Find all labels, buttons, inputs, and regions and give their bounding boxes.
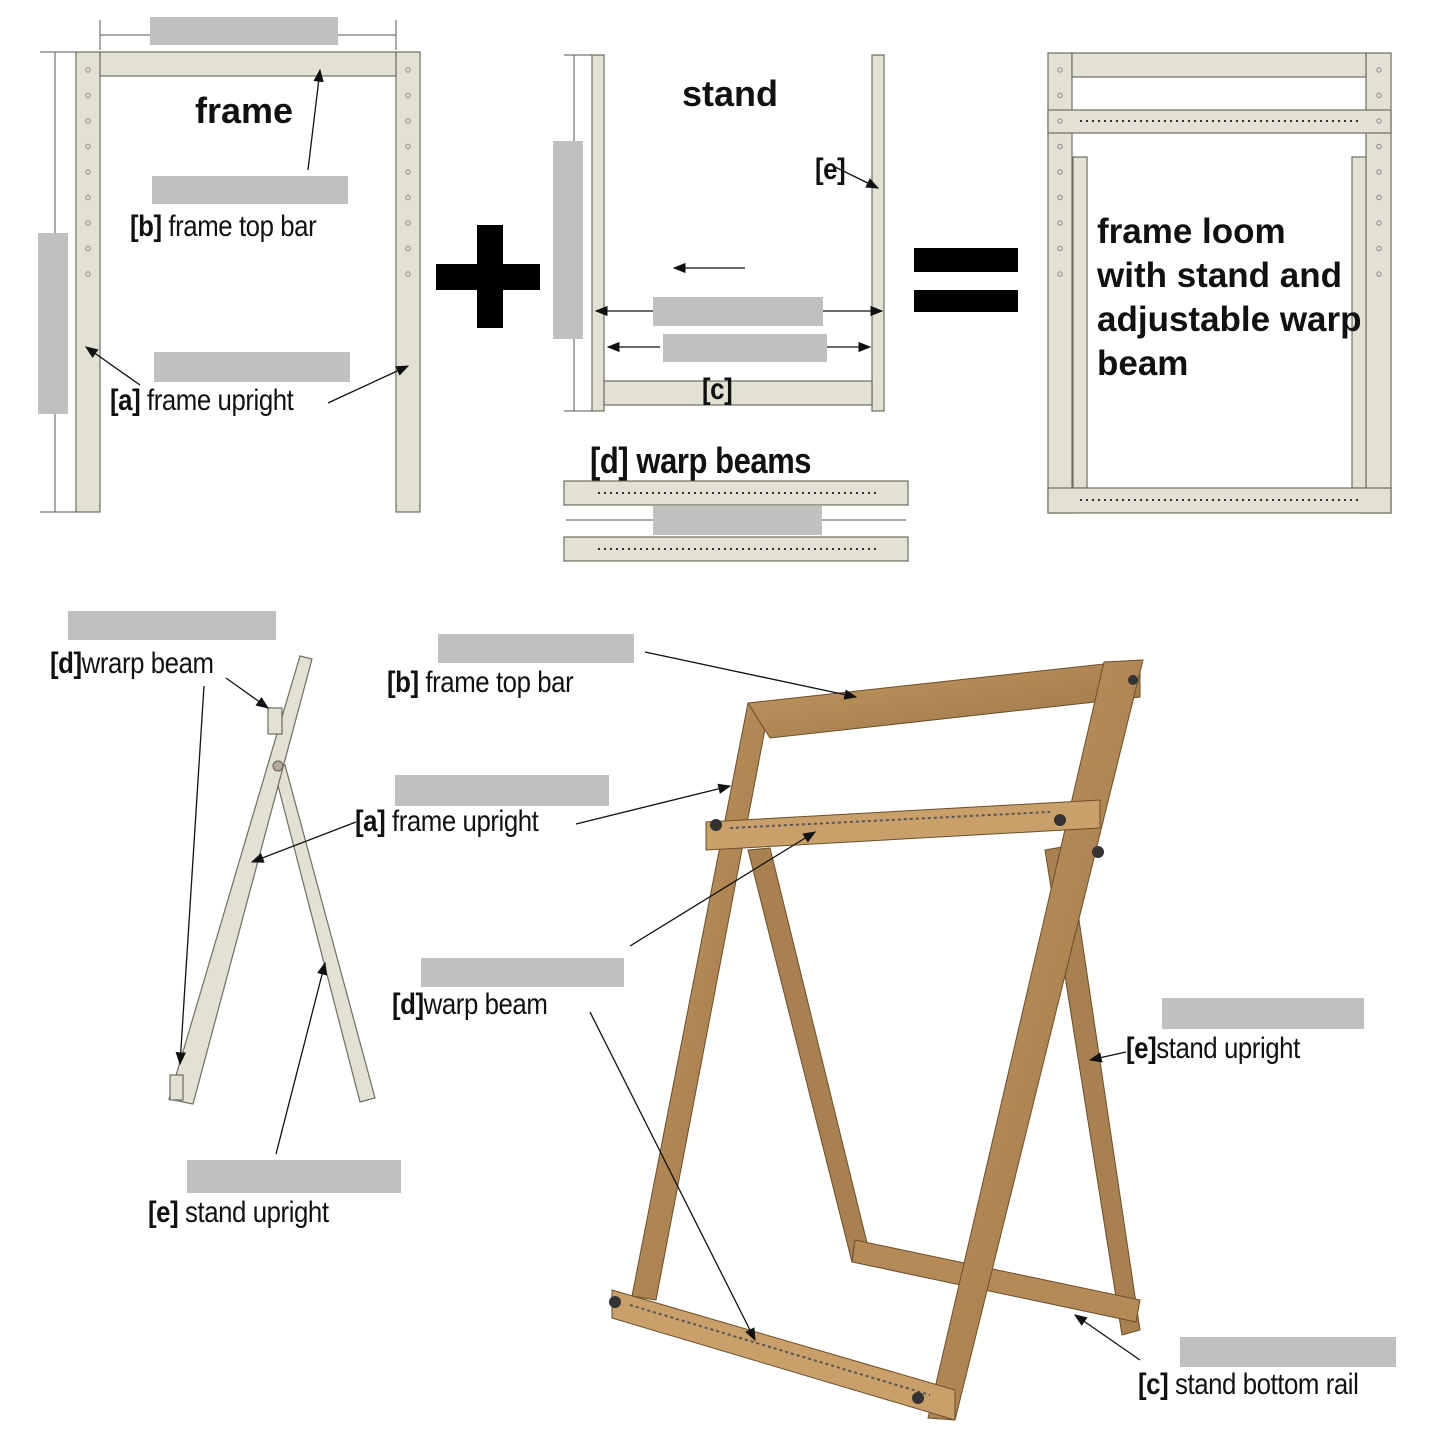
peg-hole	[1376, 92, 1382, 99]
peg-hole	[1057, 169, 1063, 175]
peg-hole	[405, 143, 411, 150]
result-line: frame loom	[1097, 212, 1286, 251]
peg-hole	[405, 169, 411, 175]
peg-hole	[405, 67, 411, 73]
label-photo-warp-beam: [d]warp beam	[392, 988, 548, 1021]
stand-upright-left	[591, 54, 605, 412]
frame-title: frame	[195, 90, 294, 131]
peg-hole	[1057, 245, 1063, 252]
redacted-dimension	[68, 611, 276, 640]
label-photo-frame-top-bar: [b] frame top bar	[387, 666, 574, 699]
peg-hole	[1376, 271, 1382, 277]
peg-hole	[405, 220, 411, 226]
peg-hole	[1376, 169, 1382, 175]
assembled-loom-drawing	[1047, 52, 1392, 514]
peg-hole	[1057, 143, 1063, 150]
peg-hole	[85, 143, 91, 150]
peg-hole	[1376, 143, 1382, 150]
peg-hole	[405, 92, 411, 99]
redacted-dimension	[553, 141, 583, 339]
redacted-dimension	[187, 1160, 401, 1193]
redacted-dimension	[1180, 1337, 1396, 1367]
peg-hole	[1057, 271, 1063, 277]
label-frame-upright: [a] frame upright	[110, 384, 294, 417]
peg-hole	[405, 118, 411, 124]
label-photo-frame-upright: [a] frame upright	[355, 805, 539, 838]
peg-hole	[85, 169, 91, 175]
peg-hole	[1376, 220, 1382, 226]
peg-hole	[1057, 92, 1063, 99]
peg-hole	[85, 194, 91, 201]
frame-upright-right	[395, 51, 421, 513]
redacted-dimension	[653, 506, 822, 535]
redacted-dimension	[38, 233, 68, 414]
redacted-dimension	[653, 297, 823, 326]
label-warp-beams: [d] warp beams	[590, 440, 812, 481]
equals-sign	[914, 248, 1018, 312]
peg-hole	[85, 271, 91, 277]
redacted-dimension	[152, 176, 348, 204]
peg-hole	[1057, 67, 1063, 73]
redacted-dimension	[395, 775, 609, 806]
label-stand-upright-tag: [e]	[815, 153, 846, 186]
peg-hole	[85, 118, 91, 124]
redacted-dimension	[150, 17, 338, 45]
redacted-dimension	[421, 958, 624, 987]
redacted-dimension	[663, 334, 827, 362]
plus-sign	[436, 225, 540, 328]
label-side-warp-beam: [d]wrarp beam	[50, 647, 214, 680]
frame-upright-left	[75, 51, 101, 513]
peg-hole	[1376, 194, 1382, 201]
peg-hole	[1376, 118, 1382, 124]
peg-hole	[1376, 245, 1382, 252]
result-line: beam	[1097, 344, 1189, 383]
stand-drawing	[591, 54, 885, 412]
label-photo-stand-upright: [e]stand upright	[1126, 1032, 1300, 1065]
peg-hole	[1057, 220, 1063, 226]
peg-hole	[1057, 118, 1063, 124]
peg-hole	[85, 220, 91, 226]
loom-photo	[611, 659, 1144, 1421]
redacted-dimension	[438, 634, 634, 663]
peg-hole	[405, 194, 411, 201]
stand-title: stand	[682, 73, 779, 114]
label-photo-stand-bottom-rail: [c] stand bottom rail	[1138, 1368, 1359, 1401]
label-frame-top-bar: [b] frame top bar	[130, 210, 317, 243]
result-caption: frame loom with stand and adjustable war…	[1097, 210, 1362, 386]
frame-drawing	[75, 51, 421, 513]
stand-upright-right	[871, 54, 885, 412]
peg-hole	[405, 271, 411, 277]
redacted-dimension	[1162, 998, 1364, 1029]
peg-hole	[85, 92, 91, 99]
peg-hole	[1376, 67, 1382, 73]
result-line: adjustable warp	[1097, 300, 1362, 339]
side-view-drawing	[168, 655, 376, 1105]
peg-hole	[85, 67, 91, 73]
frame-top-bar	[99, 51, 397, 77]
stand-bottom-rail	[603, 380, 873, 406]
peg-hole	[405, 245, 411, 252]
label-side-stand-upright: [e] stand upright	[148, 1196, 329, 1229]
label-stand-rail-tag: [c]	[702, 373, 733, 406]
peg-hole	[85, 245, 91, 252]
redacted-dimension	[154, 352, 350, 382]
peg-hole	[1057, 194, 1063, 201]
result-line: with stand and	[1097, 256, 1342, 295]
